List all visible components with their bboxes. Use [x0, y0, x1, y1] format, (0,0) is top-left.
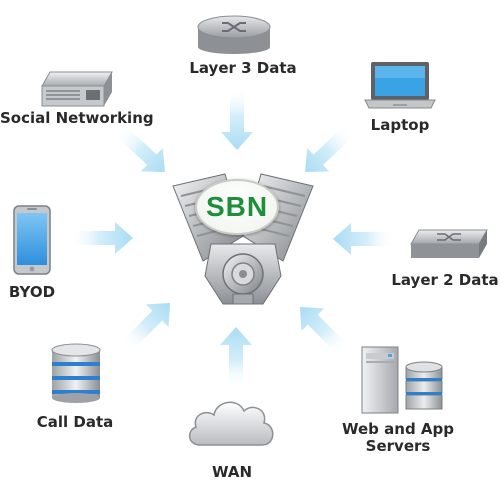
- cloud-icon: [188, 401, 274, 446]
- web-app-servers-label: Web and App Servers: [338, 421, 458, 455]
- hub-badge: SBN: [195, 179, 279, 235]
- layer3-data-label: Layer 3 Data: [189, 59, 297, 77]
- arrow-from-layer2: [333, 223, 395, 255]
- database-icon: [51, 343, 101, 403]
- arrow-from-call: [121, 303, 170, 352]
- arrow-from-social: [114, 124, 165, 172]
- laptop-label: Laptop: [370, 116, 430, 134]
- wan-label: WAN: [211, 463, 253, 481]
- laptop-icon: [364, 62, 436, 109]
- arrow-from-byod: [71, 222, 133, 254]
- byod-label: BYOD: [8, 283, 56, 301]
- web-app-servers-label-line2: Servers: [365, 437, 431, 455]
- hub-label: SBN: [205, 191, 269, 222]
- switch-icon: [410, 229, 488, 258]
- web-app-servers-label-line1: Web and App: [342, 420, 454, 438]
- server-icon: [361, 346, 443, 414]
- call-data-label: Call Data: [36, 413, 114, 431]
- arrow-from-webapp: [300, 307, 349, 356]
- arrow-from-wan: [220, 327, 252, 389]
- arrow-from-layer3: [221, 88, 253, 150]
- smartphone-icon: [13, 205, 51, 275]
- server-appliance-icon: [41, 71, 113, 107]
- social-networking-label: Social Networking: [0, 109, 154, 127]
- arrow-from-laptop: [305, 124, 356, 172]
- layer2-data-label: Layer 2 Data: [391, 271, 499, 289]
- router-icon: [197, 15, 271, 54]
